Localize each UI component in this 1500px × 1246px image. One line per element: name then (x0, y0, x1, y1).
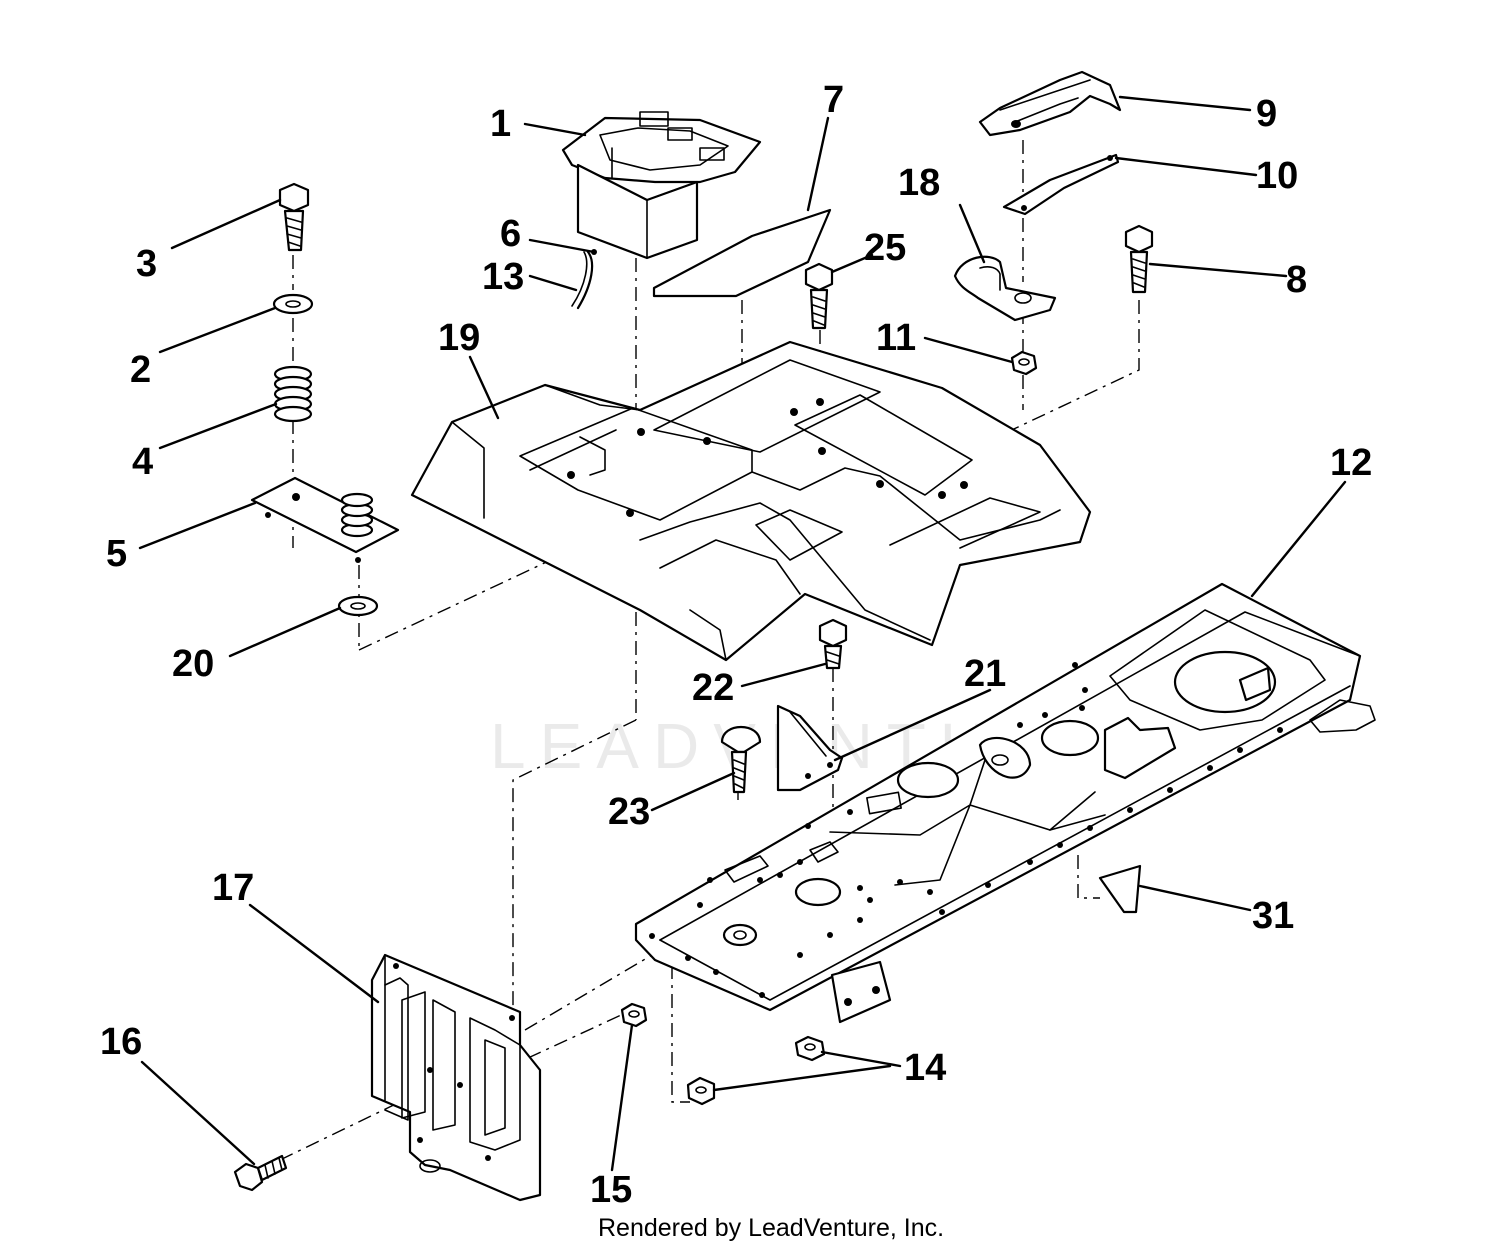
callout-7: 7 (823, 79, 844, 121)
callout-9: 9 (1256, 93, 1277, 135)
part-31-clip (1098, 864, 1142, 914)
part-4-spring (273, 365, 313, 423)
part-14-nuts (686, 1035, 826, 1106)
callout-3: 3 (136, 243, 157, 285)
callout-21: 21 (964, 653, 1006, 695)
callout-15: 15 (590, 1169, 632, 1211)
part-1-battery-box (561, 111, 762, 260)
callout-5: 5 (106, 533, 127, 575)
callout-10: 10 (1256, 155, 1298, 197)
leader-lines (138, 95, 1347, 1172)
part-2-washer (272, 293, 314, 315)
part-12-frame (634, 582, 1376, 1024)
part-18-clamp (953, 255, 1057, 322)
callout-13: 13 (482, 256, 524, 298)
part-11-nut (1010, 350, 1038, 376)
part-6-13-wire (571, 249, 597, 310)
callout-1: 1 (490, 103, 511, 145)
callout-labels: 1 2 3 4 5 6 7 8 9 10 11 12 13 14 15 16 1… (100, 79, 1372, 1211)
part-25-bolt (804, 262, 834, 330)
callout-14: 14 (904, 1047, 946, 1089)
part-20-washer (337, 595, 379, 617)
callout-4: 4 (132, 441, 153, 483)
part-7-decal (652, 208, 832, 298)
callout-22: 22 (692, 667, 734, 709)
callout-31: 31 (1252, 895, 1294, 937)
callout-16: 16 (100, 1021, 142, 1063)
callout-20: 20 (172, 643, 214, 685)
part-3-bolt (278, 182, 310, 252)
part-17-mount-plate (370, 953, 542, 1202)
part-5-spring-plate (250, 476, 400, 563)
callout-11: 11 (876, 317, 916, 359)
part-9-cover (978, 70, 1122, 137)
part-8-bolt (1124, 224, 1154, 294)
callout-17: 17 (212, 867, 254, 909)
part-15-nut (620, 1002, 648, 1028)
part-19-fender (410, 340, 1092, 662)
callout-12: 12 (1330, 442, 1372, 484)
credit-text: Rendered by LeadVenture, Inc. (598, 1214, 944, 1242)
part-22-bolt (818, 618, 848, 670)
callout-19: 19 (438, 317, 480, 359)
callout-2: 2 (130, 349, 151, 391)
callout-23: 23 (608, 791, 650, 833)
callout-6: 6 (500, 213, 521, 255)
part-16-bolt (233, 1154, 288, 1192)
part-10-plate (1002, 153, 1120, 216)
callout-25: 25 (864, 227, 906, 269)
part-21-bracket (776, 704, 844, 792)
callout-18: 18 (898, 162, 940, 204)
part-23-carriage-bolt (720, 726, 762, 794)
callout-8: 8 (1286, 259, 1307, 301)
